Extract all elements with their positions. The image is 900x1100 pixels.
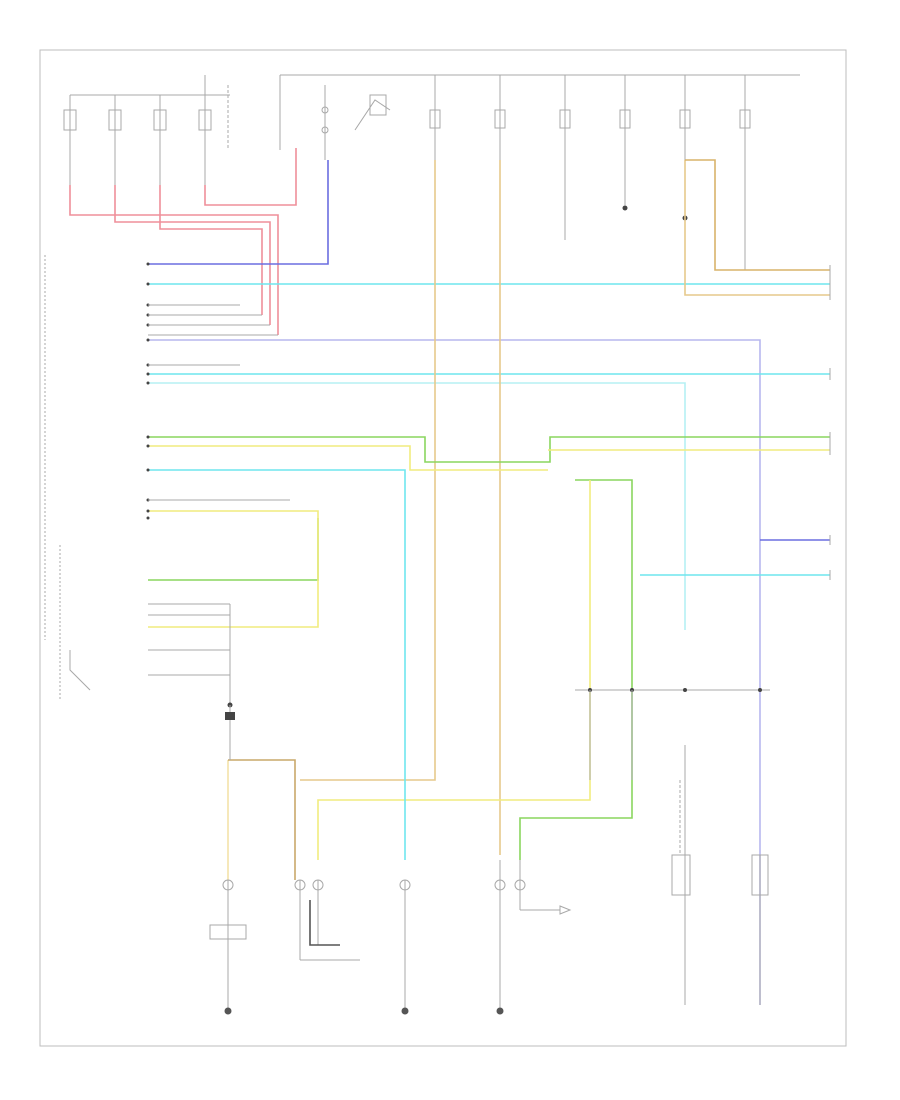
diagram-frame — [39, 49, 847, 1047]
wire-tan-3 — [684, 160, 830, 296]
wire-cyan-4 — [148, 469, 406, 860]
center-splice-node — [225, 688, 770, 780]
body-control-module-connector — [44, 255, 290, 640]
wire-lavender-1 — [148, 339, 761, 1005]
wire-brown-2 — [228, 759, 296, 880]
wire-red-3 — [159, 185, 263, 315]
wire-green-3 — [519, 479, 633, 860]
turn-signal-hazard-switch — [59, 545, 233, 708]
wire-green-1 — [148, 436, 830, 463]
wire-yellow-1 — [148, 445, 548, 471]
fuse-row-top-right — [429, 75, 751, 270]
ground-g1 — [224, 1005, 232, 1015]
wire-green-2 — [148, 518, 319, 581]
right-stop-turn-lamp — [494, 860, 572, 1005]
wire-yellow-3 — [148, 510, 319, 628]
fuse-block-top-left — [63, 75, 230, 185]
wire-red-1 — [69, 185, 279, 335]
wire-brown-1 — [685, 159, 830, 271]
center-high-mount-stop-lamp — [294, 879, 411, 1005]
wire-tan-1 — [300, 160, 436, 781]
left-stop-turn-lamp — [209, 879, 247, 1005]
wire-yellow-4 — [317, 480, 591, 860]
ground-g3 — [496, 1005, 504, 1015]
trailer-lamp-module-left — [671, 745, 691, 1005]
relay-switch-top — [279, 74, 800, 160]
trailer-lamp-module-right — [751, 854, 769, 1005]
wire-red-2 — [114, 185, 271, 325]
ground-g2 — [401, 1005, 409, 1015]
wire-red-4 — [204, 148, 297, 206]
wire-cyan-3 — [148, 382, 686, 630]
wire-blue-1 — [148, 160, 329, 265]
wire-harness — [69, 148, 830, 1005]
